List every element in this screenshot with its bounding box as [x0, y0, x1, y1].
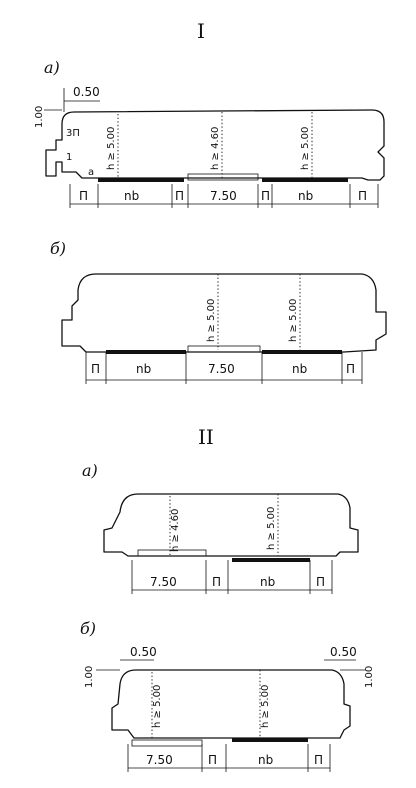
diagram-2a: а) h ≥ 4.60 h ≥ 5.00 7.50 П nb П: [82, 461, 359, 594]
label-a: а: [88, 167, 94, 178]
variant-2b-letter: б): [80, 619, 96, 638]
height-1a-1: h ≥ 5.00: [106, 127, 117, 170]
span-1b-5: П: [346, 362, 355, 376]
roadway-1b-left: [106, 350, 186, 354]
tramway-2b: [131, 739, 203, 747]
span-1b-4: nb: [292, 362, 307, 376]
variant-2a-letter: а): [82, 461, 98, 480]
label-1: 1: [66, 152, 72, 163]
span-2b-1: 7.50: [146, 753, 173, 767]
roadway-1a-right: [262, 178, 348, 182]
outline-1b: [61, 273, 387, 353]
span-2a-1: 7.50: [150, 575, 177, 589]
dim-top-2b-left: 0.50: [130, 645, 157, 659]
span-1a-2: nb: [124, 189, 139, 203]
span-2a-3: nb: [260, 575, 275, 589]
roadway-1b-right: [262, 350, 342, 354]
height-1a-2: h ≥ 4.60: [210, 127, 221, 170]
span-1b-3: 7.50: [208, 362, 235, 376]
span-1a-5: П: [261, 189, 270, 203]
span-2b-2: П: [208, 753, 217, 767]
height-2a-1: h ≥ 4.60: [170, 509, 181, 552]
dim-top-2b-right: 0.50: [330, 645, 357, 659]
tramway-1a: [187, 173, 259, 181]
height-1b-2: h ≥ 5.00: [288, 299, 299, 342]
outline-2b: [111, 669, 351, 739]
span-1a-4: 7.50: [210, 189, 237, 203]
section-2-numeral: II: [198, 425, 214, 449]
height-1a-3: h ≥ 5.00: [300, 127, 311, 170]
diagram-2b: б) 0.50 0.50 1.00 1.00 h ≥ 5.00 h ≥ 5.00…: [80, 619, 375, 772]
diagram-1b: б) h ≥ 5.00 h ≥ 5.00 П nb 7.50 nb П: [50, 239, 387, 384]
variant-1b-letter: б): [50, 239, 66, 258]
span-1a-1: П: [79, 189, 88, 203]
span-1a-3: П: [175, 189, 184, 203]
span-1b-2: nb: [136, 362, 151, 376]
span-2a-4: П: [316, 575, 325, 589]
span-1a-6: nb: [298, 189, 313, 203]
variant-1a-letter: а): [44, 58, 60, 77]
height-2b-1: h ≥ 5.00: [152, 685, 163, 728]
label-3p: 3П: [66, 128, 80, 139]
span-2a-2: П: [212, 575, 221, 589]
dim-top-1a: 0.50: [73, 85, 100, 99]
span-2b-3: nb: [258, 753, 273, 767]
dim-side-2b-right: 1.00: [364, 666, 375, 688]
section-1-numeral: I: [197, 19, 205, 43]
span-1a-7: П: [358, 189, 367, 203]
tramway-2a: [137, 549, 207, 557]
height-2a-2: h ≥ 5.00: [266, 507, 277, 550]
height-1b-1: h ≥ 5.00: [206, 299, 217, 342]
roadway-2b: [232, 738, 308, 742]
outline-2a: [103, 493, 359, 557]
diagram-1a: а) 0.50 1.00 3П 1 а h ≥ 5.00 h ≥ 4.60 h …: [34, 58, 385, 208]
dim-side-2b-left: 1.00: [84, 666, 95, 688]
tramway-1b: [187, 345, 261, 353]
outline-1a: [45, 109, 385, 181]
height-2b-2: h ≥ 5.00: [260, 685, 271, 728]
span-2b-4: П: [314, 753, 323, 767]
roadway-1a-left: [98, 178, 184, 182]
span-1b-1: П: [91, 362, 100, 376]
roadway-2a: [232, 558, 310, 562]
dim-side-1a: 1.00: [34, 106, 45, 128]
